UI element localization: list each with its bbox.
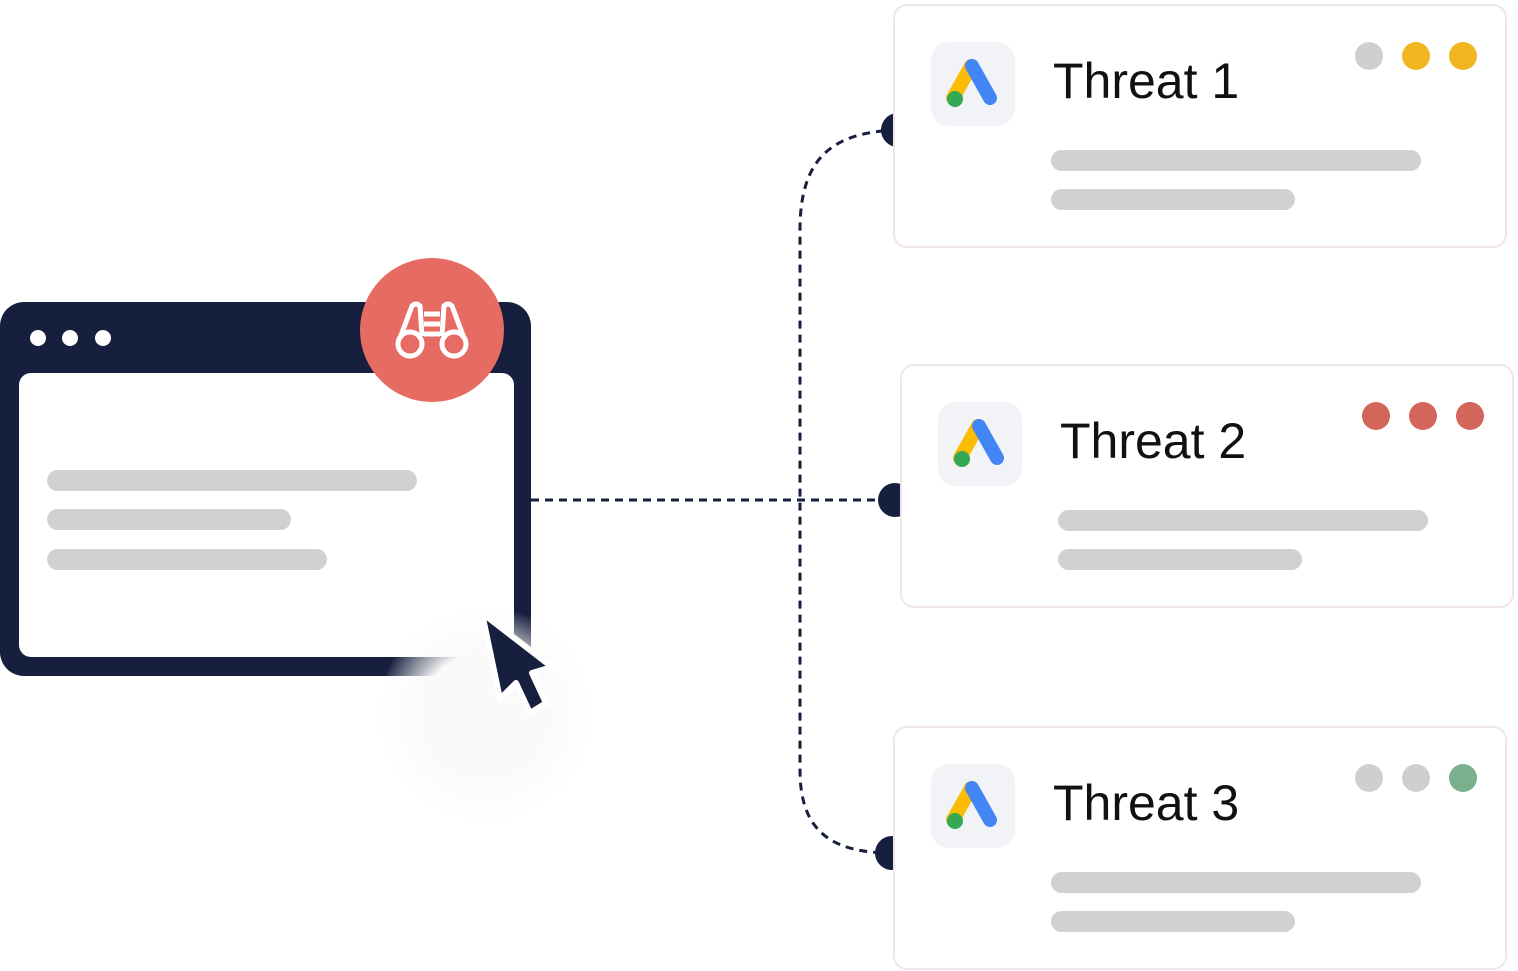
placeholder-line (1051, 150, 1421, 171)
google-ads-logo (938, 402, 1022, 486)
binoculars-badge (360, 258, 504, 402)
google-ads-logo (931, 764, 1015, 848)
placeholder-line (1051, 189, 1295, 210)
placeholder-line (1051, 911, 1295, 932)
severity-dots (1355, 42, 1477, 70)
placeholder-line (47, 549, 327, 570)
threat-card-1[interactable]: Threat 1 (893, 4, 1507, 248)
window-dot (30, 330, 46, 346)
binoculars-icon (395, 301, 469, 359)
severity-dot (1362, 402, 1390, 430)
google-ads-icon (946, 781, 997, 829)
placeholder-line (1058, 549, 1302, 570)
threat-card-2[interactable]: Threat 2 (900, 364, 1514, 608)
placeholder-line (1051, 872, 1421, 893)
placeholder-line (1058, 510, 1428, 531)
window-dot (62, 330, 78, 346)
threat-title: Threat 1 (1053, 53, 1240, 109)
threat-card-3[interactable]: Threat 3 (893, 726, 1507, 970)
cursor-icon (479, 610, 555, 716)
severity-dot (1456, 402, 1484, 430)
severity-dot (1409, 402, 1437, 430)
threat-title: Threat 3 (1053, 775, 1240, 831)
placeholder-line (47, 470, 417, 491)
severity-dot (1402, 764, 1430, 792)
threat-title: Threat 2 (1060, 413, 1247, 469)
severity-dots (1355, 764, 1477, 792)
window-dot (95, 330, 111, 346)
severity-dot (1402, 42, 1430, 70)
severity-dots (1362, 402, 1484, 430)
google-ads-icon (946, 59, 997, 107)
google-ads-icon (953, 419, 1004, 467)
severity-dot (1355, 42, 1383, 70)
google-ads-logo (931, 42, 1015, 126)
browser-content (19, 373, 514, 657)
severity-dot (1449, 42, 1477, 70)
severity-dot (1355, 764, 1383, 792)
severity-dot (1449, 764, 1477, 792)
placeholder-line (47, 509, 291, 530)
